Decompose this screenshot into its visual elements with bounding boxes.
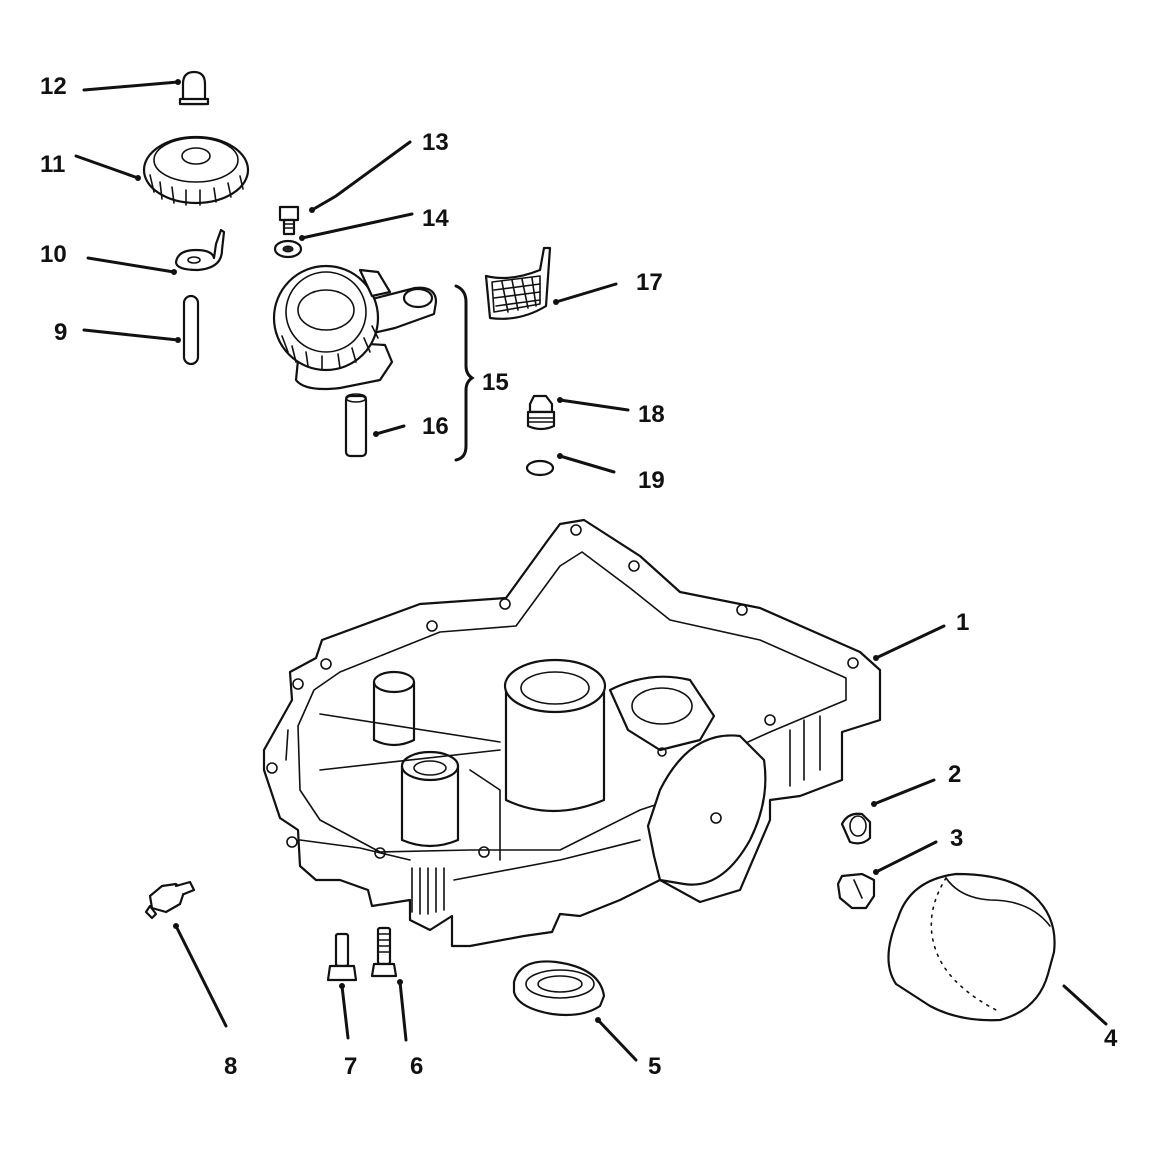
part-12-cap (178, 70, 210, 106)
callout-10: 10 (40, 241, 67, 268)
part-7-bolt (326, 932, 358, 982)
callout-11: 11 (40, 151, 65, 178)
part-14-washer (273, 239, 303, 259)
callout-18: 18 (638, 401, 665, 428)
callout-12: 12 (40, 73, 67, 100)
part-13-screw (278, 205, 300, 236)
part-9-pin (182, 294, 200, 366)
callout-3: 3 (950, 825, 963, 852)
part-5-seal (512, 960, 606, 1017)
callout-15: 15 (482, 369, 509, 396)
part-11-gear (142, 135, 250, 206)
leader-lines (74, 80, 1108, 1062)
callout-9: 9 (54, 319, 67, 346)
callout-16: 16 (422, 413, 449, 440)
part-19-o-ring (525, 459, 555, 477)
callout-14: 14 (422, 205, 449, 232)
part-1-oil-pan (262, 518, 882, 948)
callout-17: 17 (636, 269, 663, 296)
leader-dots (135, 79, 879, 1023)
bracket-15 (454, 284, 475, 462)
part-6-stud (370, 926, 398, 978)
part-10-tab-washer (174, 228, 226, 272)
callout-1: 1 (956, 609, 969, 636)
part-4-oil-filter (887, 872, 1056, 1022)
part-16-shaft (344, 393, 368, 458)
callout-8: 8 (224, 1053, 237, 1080)
callout-5: 5 (648, 1053, 661, 1080)
callout-2: 2 (948, 761, 961, 788)
callout-4: 4 (1104, 1025, 1118, 1052)
part-3-fitting (836, 872, 876, 910)
part-2-plug (840, 812, 872, 845)
part-18-plug (526, 394, 556, 431)
part-8-switch (144, 880, 196, 920)
callout-numbers: 1 2 3 4 5 6 7 8 9 10 11 12 13 14 15 16 1… (40, 73, 1118, 1080)
part-15-oil-pump (272, 264, 438, 391)
callout-6: 6 (410, 1053, 423, 1080)
part-17-screen (484, 246, 552, 320)
callout-7: 7 (344, 1053, 357, 1080)
callout-19: 19 (638, 467, 665, 494)
callout-13: 13 (422, 129, 449, 156)
